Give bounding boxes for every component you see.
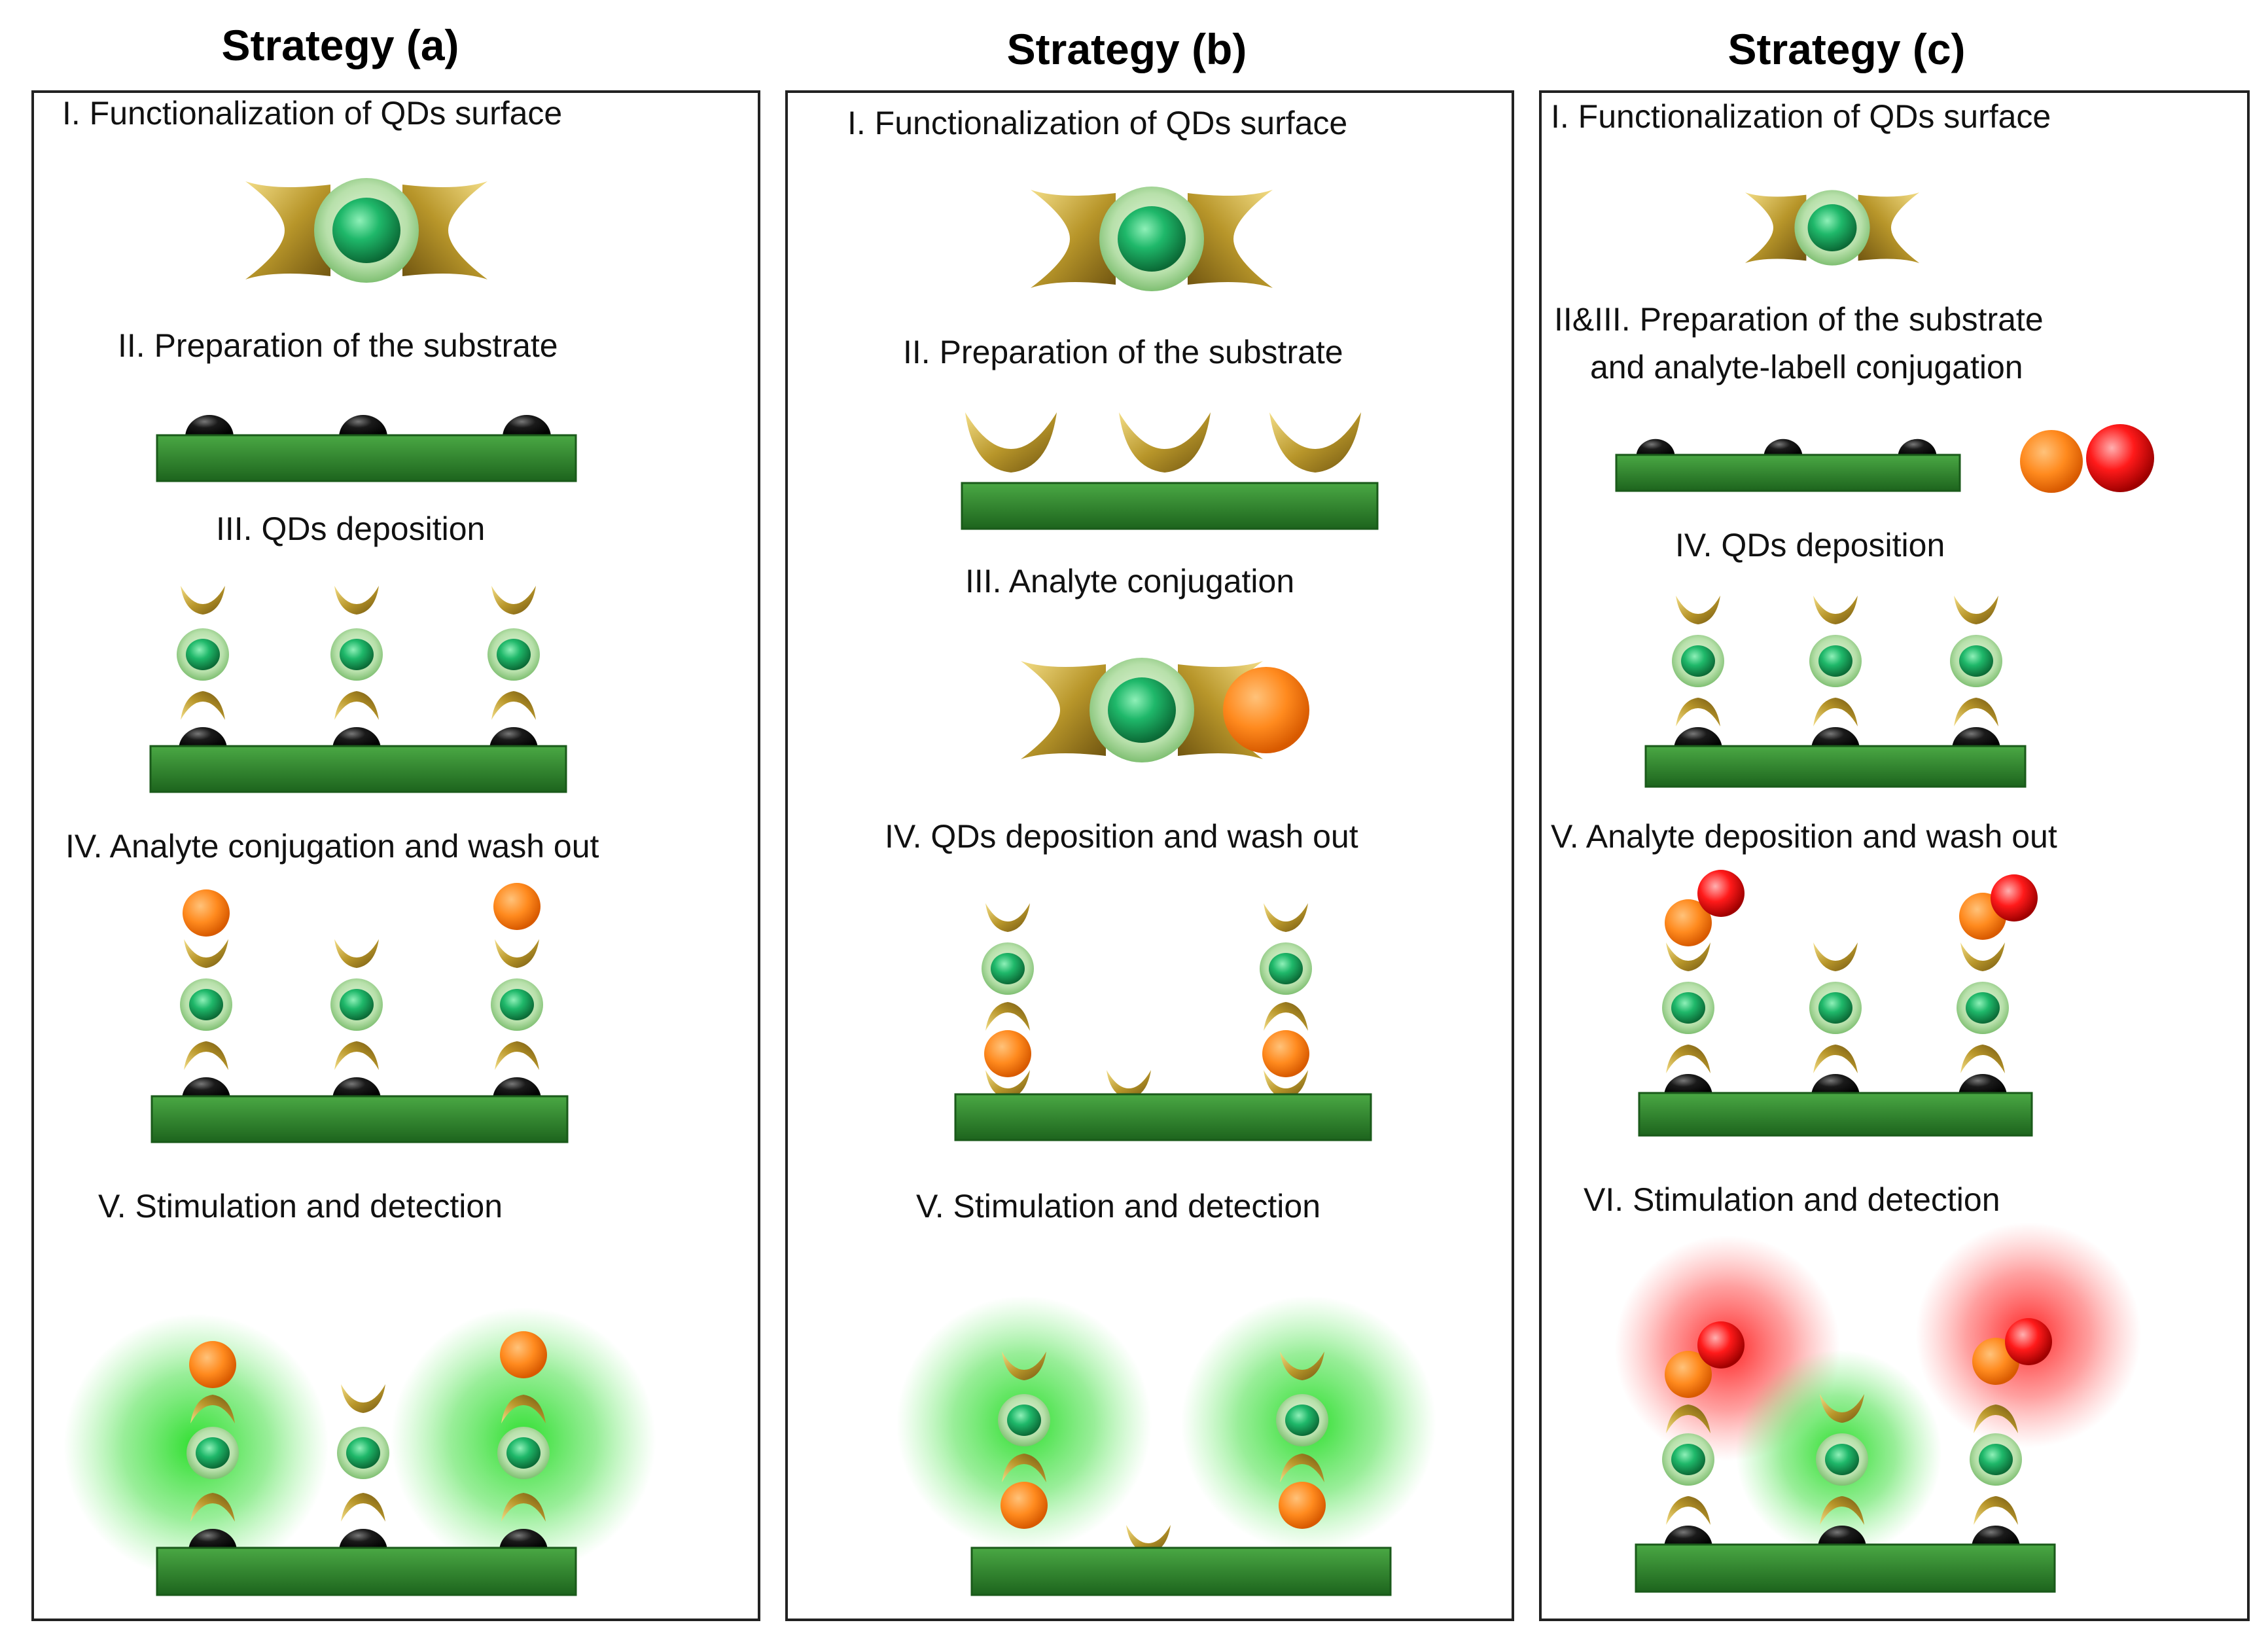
step-c-4: V. Analyte deposition and wash out	[1551, 818, 2057, 855]
step-a-1: I. Functionalization of QDs surface	[62, 95, 562, 132]
a-qd-deposition	[149, 586, 567, 793]
c-functionalized-qd	[1745, 190, 1920, 266]
b-substrate-prep	[961, 412, 1379, 530]
a-analyte-conjugation	[151, 883, 569, 1143]
step-b-1: I. Functionalization of QDs surface	[847, 105, 1347, 141]
b-qd-deposition	[954, 903, 1372, 1141]
panel-title-b: Strategy (b)	[1007, 25, 1247, 73]
panel-a-frame	[31, 90, 760, 1621]
c-analyte-deposition	[1638, 870, 2038, 1137]
a-stimulation-detection	[63, 1307, 656, 1596]
panel-title-c: Strategy (c)	[1728, 25, 1965, 73]
step-b-2: II. Preparation of the substrate	[903, 334, 1343, 370]
step-b-5: V. Stimulation and detection	[916, 1188, 1320, 1225]
a-substrate-prep	[156, 415, 577, 482]
step-a-4: IV. Analyte conjugation and wash out	[65, 828, 599, 865]
c-substrate-prep	[1615, 424, 2154, 493]
step-c-2b: and analyte-labell conjugation	[1590, 349, 2023, 385]
panel-c-frame	[1539, 90, 2250, 1621]
c-stimulation-detection	[1614, 1222, 2142, 1593]
a-functionalized-qd	[245, 178, 487, 283]
b-stimulation-detection	[896, 1296, 1436, 1596]
step-a-3: III. QDs deposition	[216, 510, 485, 547]
panel-b-frame	[785, 90, 1514, 1621]
step-b-3: III. Analyte conjugation	[965, 563, 1294, 599]
step-c-1: I. Functionalization of QDs surface	[1551, 98, 2051, 135]
step-b-4: IV. QDs deposition and wash out	[885, 818, 1358, 855]
step-c-5: VI. Stimulation and detection	[1584, 1181, 2000, 1218]
b-analyte-conjugation	[1021, 658, 1309, 762]
step-c-2a: II&III. Preparation of the substrate	[1554, 301, 2044, 338]
c-qd-deposition	[1644, 596, 2027, 788]
step-a-2: II. Preparation of the substrate	[118, 327, 558, 364]
step-c-3: IV. QDs deposition	[1675, 527, 1945, 564]
b-functionalized-qd	[1031, 187, 1273, 291]
step-a-5: V. Stimulation and detection	[98, 1188, 503, 1225]
panel-title-a: Strategy (a)	[221, 21, 459, 69]
